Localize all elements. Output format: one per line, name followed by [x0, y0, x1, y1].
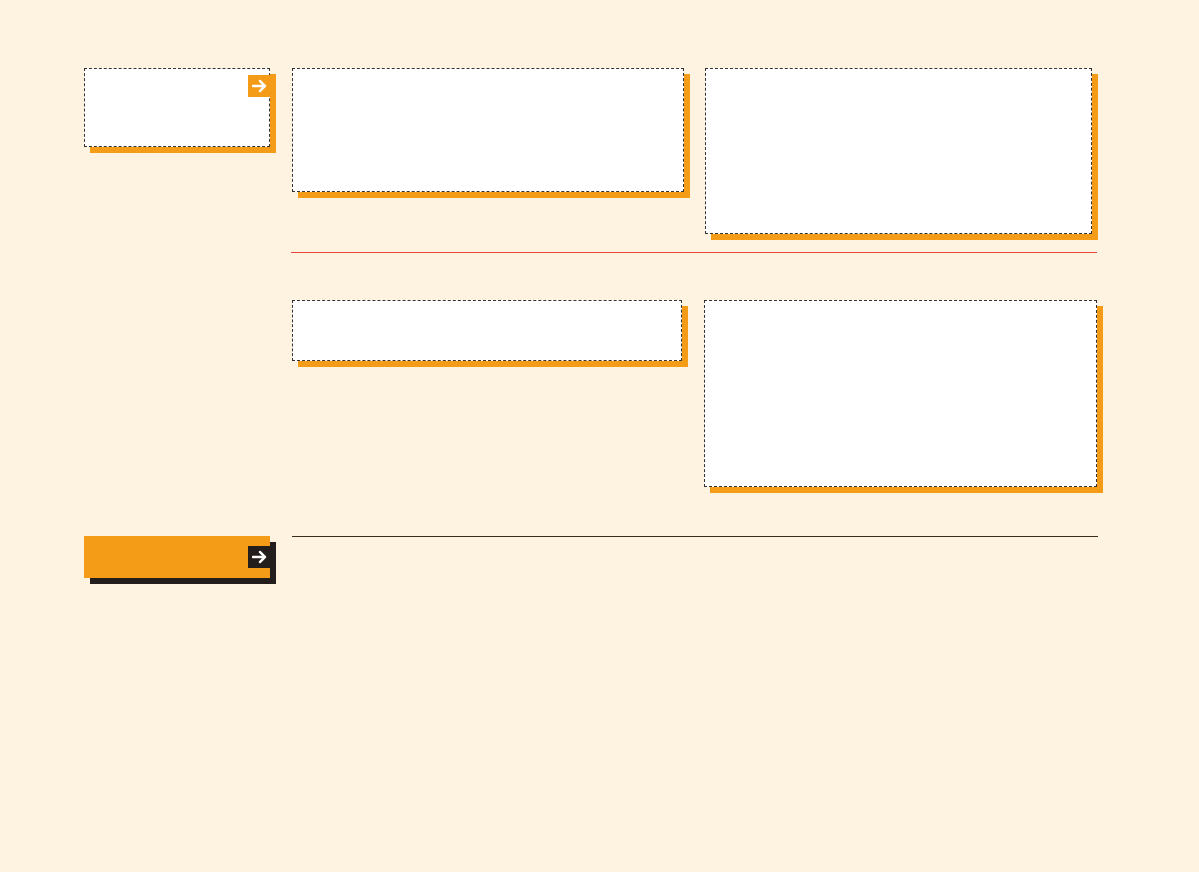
content-card-top-left — [292, 68, 684, 192]
content-card-mid-right — [704, 300, 1097, 487]
content-card-top-right — [705, 68, 1092, 234]
nav-card-bottom[interactable] — [84, 536, 272, 578]
arrow-right-icon[interactable] — [248, 75, 272, 97]
nav-card-top[interactable] — [84, 68, 272, 147]
content-card-mid-left — [292, 300, 682, 361]
arrow-right-icon[interactable] — [248, 546, 272, 568]
section-divider-dark — [292, 536, 1098, 537]
section-divider-red — [291, 252, 1097, 253]
